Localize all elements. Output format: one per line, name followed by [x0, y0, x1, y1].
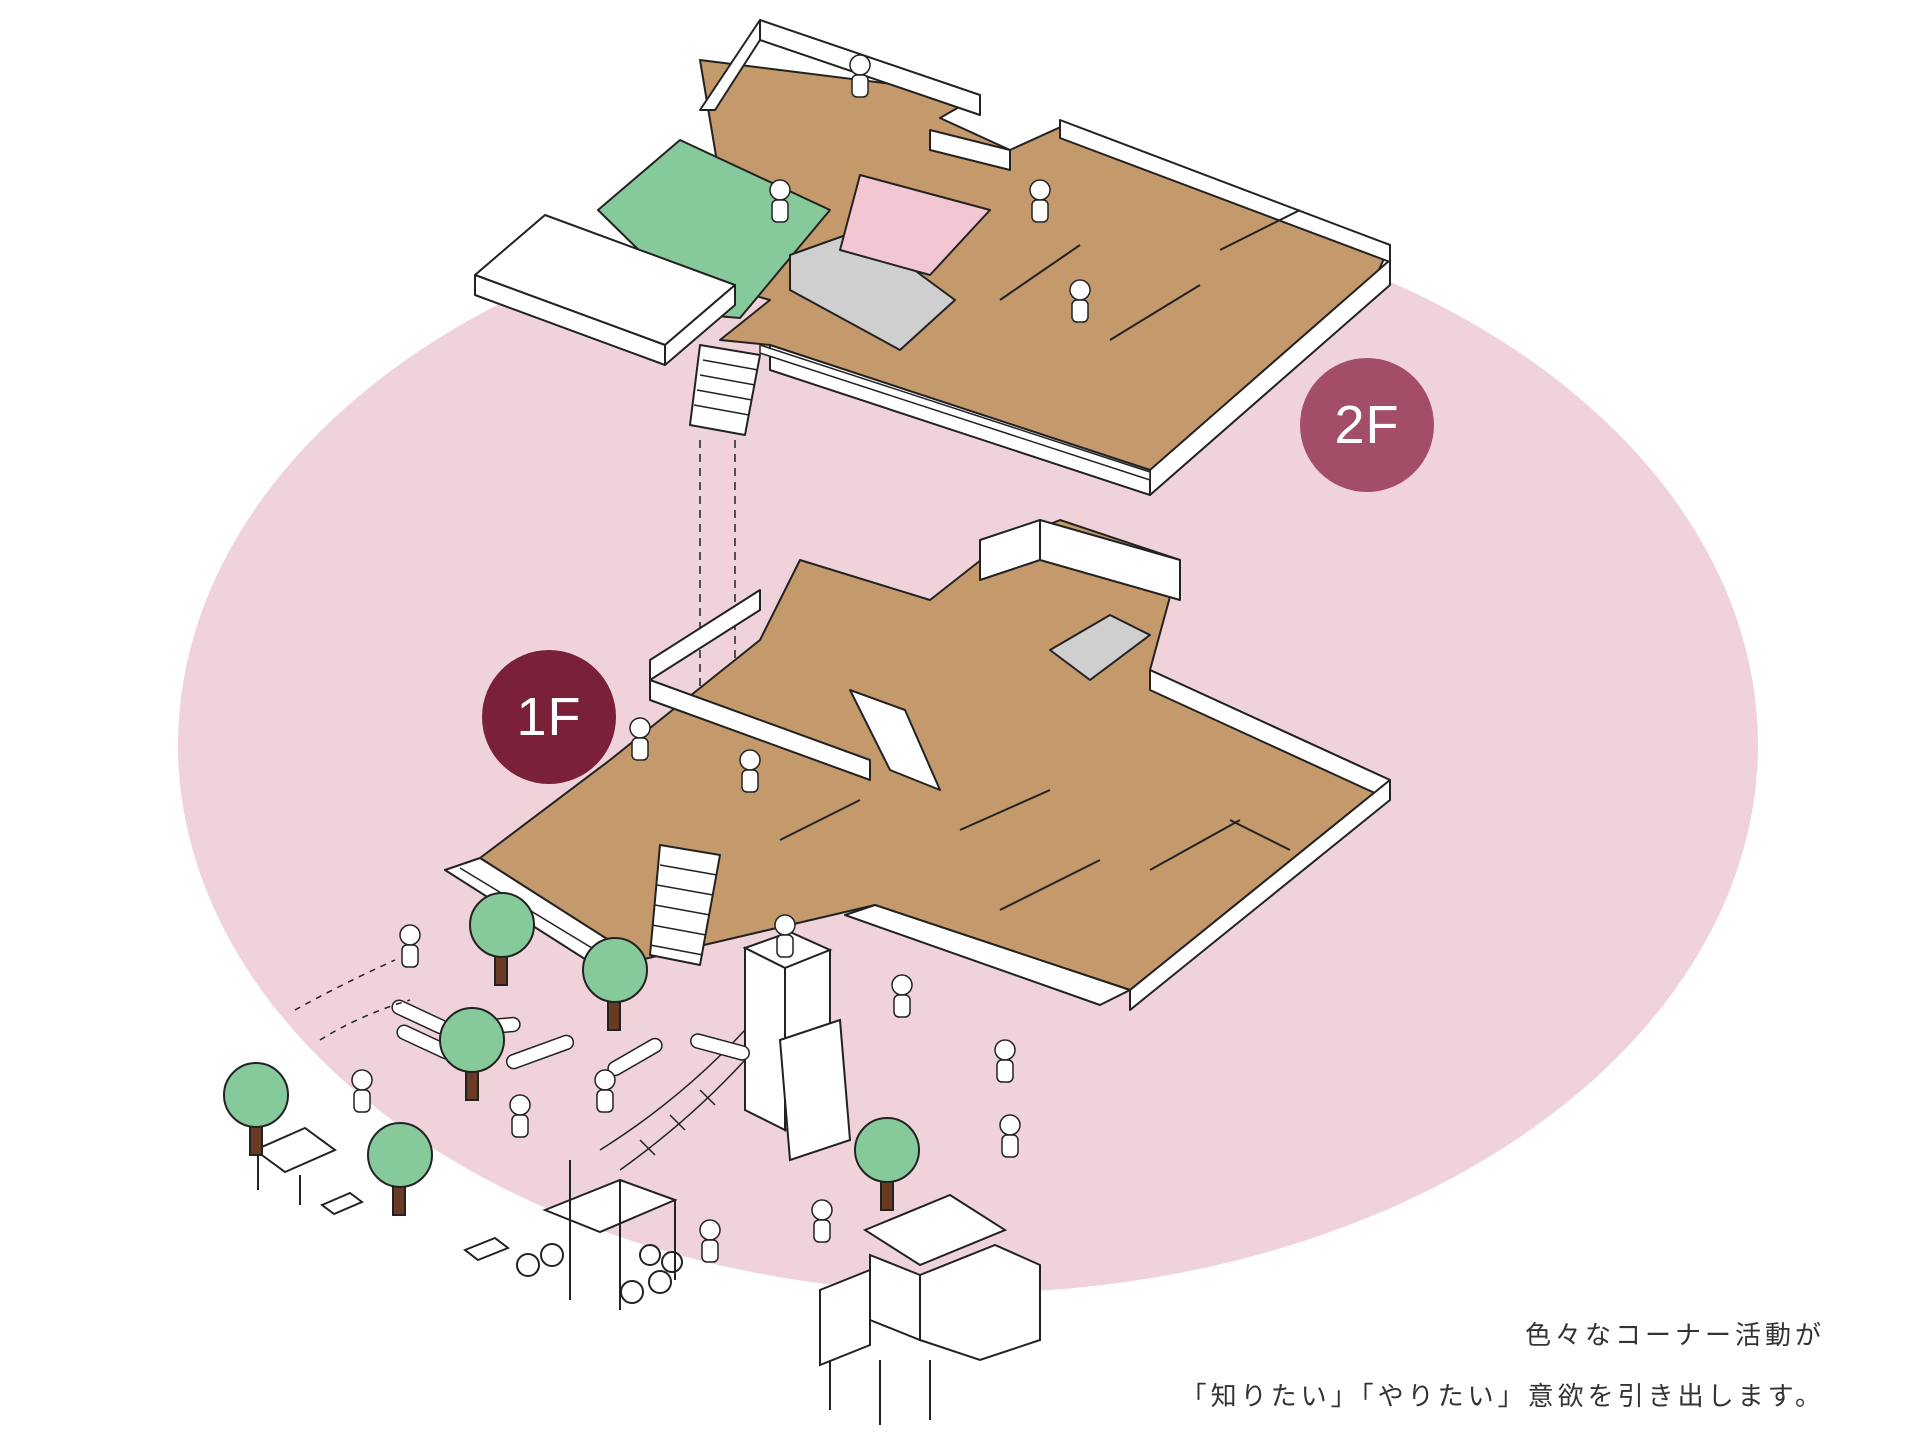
floor-1f-label: 1F: [516, 687, 582, 747]
floor-1f-badge: 1F: [482, 650, 616, 784]
floor-1f-plan: [444, 519, 1391, 1011]
child-figure-icon: [351, 54, 1091, 1263]
footpath-trail: [294, 959, 396, 1011]
climbing-frame: [542, 1160, 678, 1310]
picnic-table: [253, 1126, 511, 1262]
caption-line-1: 色々なコーナー活動が: [1524, 1321, 1825, 1351]
floor-2f-badge: 2F: [1300, 358, 1434, 492]
bicycle-icon: [516, 1243, 683, 1304]
play-tower: [742, 930, 852, 1162]
treehouse: [819, 1193, 1041, 1425]
floor-2f-plan: [474, 19, 1391, 496]
floor-2f-label: 2F: [1334, 395, 1400, 455]
tree-icon: [223, 892, 920, 1216]
footpath-trail-2: [319, 999, 411, 1041]
caption-line-2: 「知りたい」「やりたい」意欲を引き出します。: [1180, 1382, 1825, 1412]
